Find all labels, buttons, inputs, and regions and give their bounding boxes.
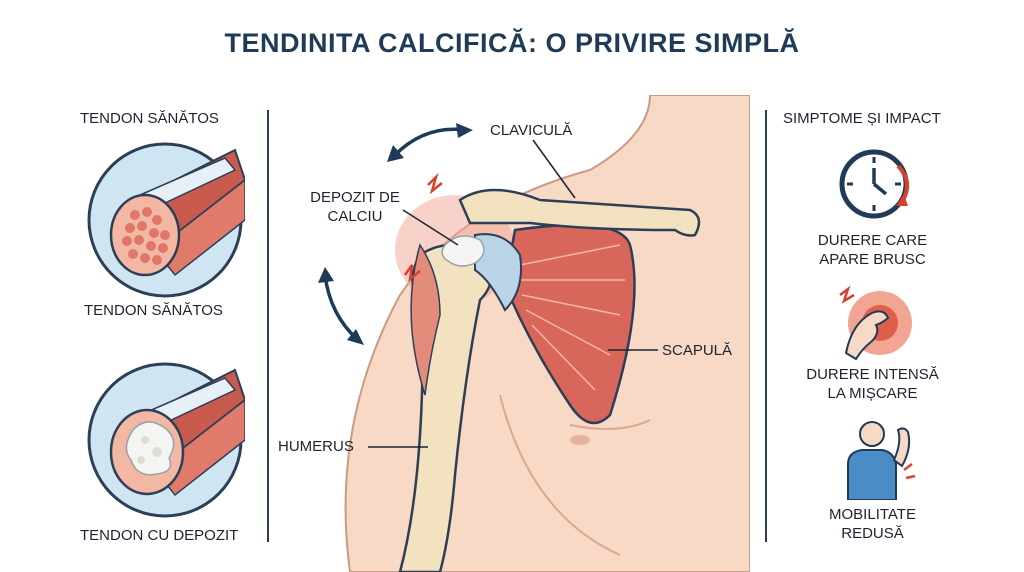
shoulder-anatomy-illustration [318,95,750,572]
left-divider [267,110,269,542]
label-scapula: SCAPULĂ [662,342,733,359]
label-deposit-line2: CALCIU [327,208,383,225]
left-header: TENDON SĂNĂTOS [80,110,219,127]
symptom-intense-pain: DURERE INTENSĂ LA MIȘCARE [785,365,960,403]
symptom-3-line1: MOBILITATE [829,506,916,523]
limited-mobility-icon [847,421,916,500]
page-title: TENDINITA CALCIFICĂ: O PRIVIRE SIMPLĂ [224,28,800,58]
deposit-tendon-caption: TENDON CU DEPOZIT [80,527,239,544]
clock-icon [839,149,910,219]
deposit-tendon-illustration [87,362,245,518]
symptom-sudden-pain: DURERE CARE APARE BRUSC [785,231,960,269]
healthy-tendon-illustration [87,142,245,298]
label-deposit-line1: DEPOZIT DE [310,189,400,206]
symptom-2-line1: DURERE INTENSĂ [806,366,939,383]
right-header: SIMPTOME ȘI IMPACT [783,110,941,127]
label-clavicle: CLAVICULĂ [490,122,573,139]
healthy-tendon-caption: TENDON SĂNĂTOS [84,302,223,319]
symptom-reduced-mobility: MOBILITATE REDUSĂ [785,505,960,543]
symptom-3-line2: REDUSĂ [841,525,904,542]
right-divider [765,110,767,542]
symptom-2-line2: LA MIȘCARE [827,385,918,402]
symptom-1-line1: DURERE CARE [817,232,928,249]
label-humerus: HUMERUS [278,438,354,455]
symptom-1-line2: APARE BRUSC [819,251,926,268]
label-calcium-deposit: DEPOZIT DE CALCIU [300,188,410,226]
shoulder-pain-icon [839,285,912,361]
